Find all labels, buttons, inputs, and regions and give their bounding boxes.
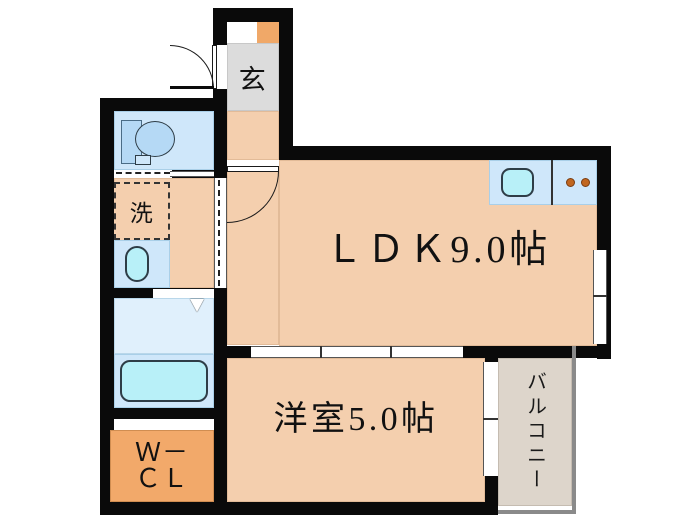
bedroom-window-mullion: [483, 418, 499, 420]
toilet-door-track[interactable]: [116, 172, 170, 174]
walk-in-closet-label: Ｗ－ ＣＬ: [110, 430, 214, 502]
bath-south-wall: [100, 408, 214, 419]
front-door-leaf[interactable]: [212, 45, 217, 89]
entrance-tile-floor: [227, 43, 279, 111]
bedroom-floor: [227, 358, 485, 502]
balcony-floor: [498, 358, 572, 506]
corridor-wall-east-lower: [214, 288, 227, 515]
ldk-bedroom-sliding-door[interactable]: [251, 346, 463, 358]
bedroom-wall-south: [214, 502, 498, 515]
shoe-box: [257, 22, 279, 43]
wcl-label-line1: Ｗ－: [134, 438, 190, 467]
wcl-label-line2: ＣＬ: [134, 464, 190, 493]
entrance-label: 玄: [238, 64, 268, 95]
ldk-south-east-nub: [583, 346, 611, 358]
ldk-east-window-mullion: [593, 295, 607, 297]
sliding-door-mullion-1: [320, 346, 322, 358]
washroom-sliding-door[interactable]: [214, 178, 227, 288]
bath-door-opening: [153, 289, 214, 298]
bathtub: [120, 360, 208, 402]
kitchen-sink: [501, 168, 534, 197]
ldk-wall-west-upper: [279, 146, 293, 160]
balcony-ledge-top: [498, 346, 582, 358]
bath-door-arrow[interactable]: [190, 299, 204, 312]
toilet-base: [135, 155, 151, 165]
ldk-wall-north: [279, 146, 611, 160]
stove-burner-right: [581, 178, 590, 187]
washroom-door-track[interactable]: [218, 180, 220, 286]
toilet-door-opening: [114, 170, 172, 178]
entrance-wall-top: [213, 8, 293, 22]
toilet-bowl: [135, 121, 175, 157]
balcony-label: バルコニー: [523, 371, 546, 493]
bath-floor: [114, 298, 214, 354]
stove-burner-left: [566, 178, 575, 187]
balcony-rail-outer: [572, 346, 576, 514]
kitchen-counter-divider: [551, 160, 553, 205]
entrance-hall-floor: [227, 111, 279, 160]
toilet-door-panel[interactable]: [170, 171, 214, 177]
balcony-rail-bottom: [498, 510, 576, 514]
ldk-door-opening: [227, 160, 279, 171]
sliding-door-mullion-2: [390, 346, 392, 358]
walk-in-closet: [110, 430, 214, 502]
building-wall-bottom-left: [100, 502, 227, 515]
entrance-wall-right: [279, 8, 293, 160]
front-door-swing-arc: [170, 45, 214, 89]
washer-space: 洗: [114, 182, 170, 240]
front-door-jamb: [170, 86, 214, 89]
ldk-east-window[interactable]: [593, 250, 607, 344]
sanitary-wall-top: [100, 98, 227, 111]
corridor-wall-east-upper: [214, 98, 227, 178]
lavatory-basin: [125, 246, 149, 282]
bedroom-label: 洋室5.0帖: [273, 400, 439, 438]
ldk-label: ＬＤＫ9.0帖: [324, 228, 552, 271]
